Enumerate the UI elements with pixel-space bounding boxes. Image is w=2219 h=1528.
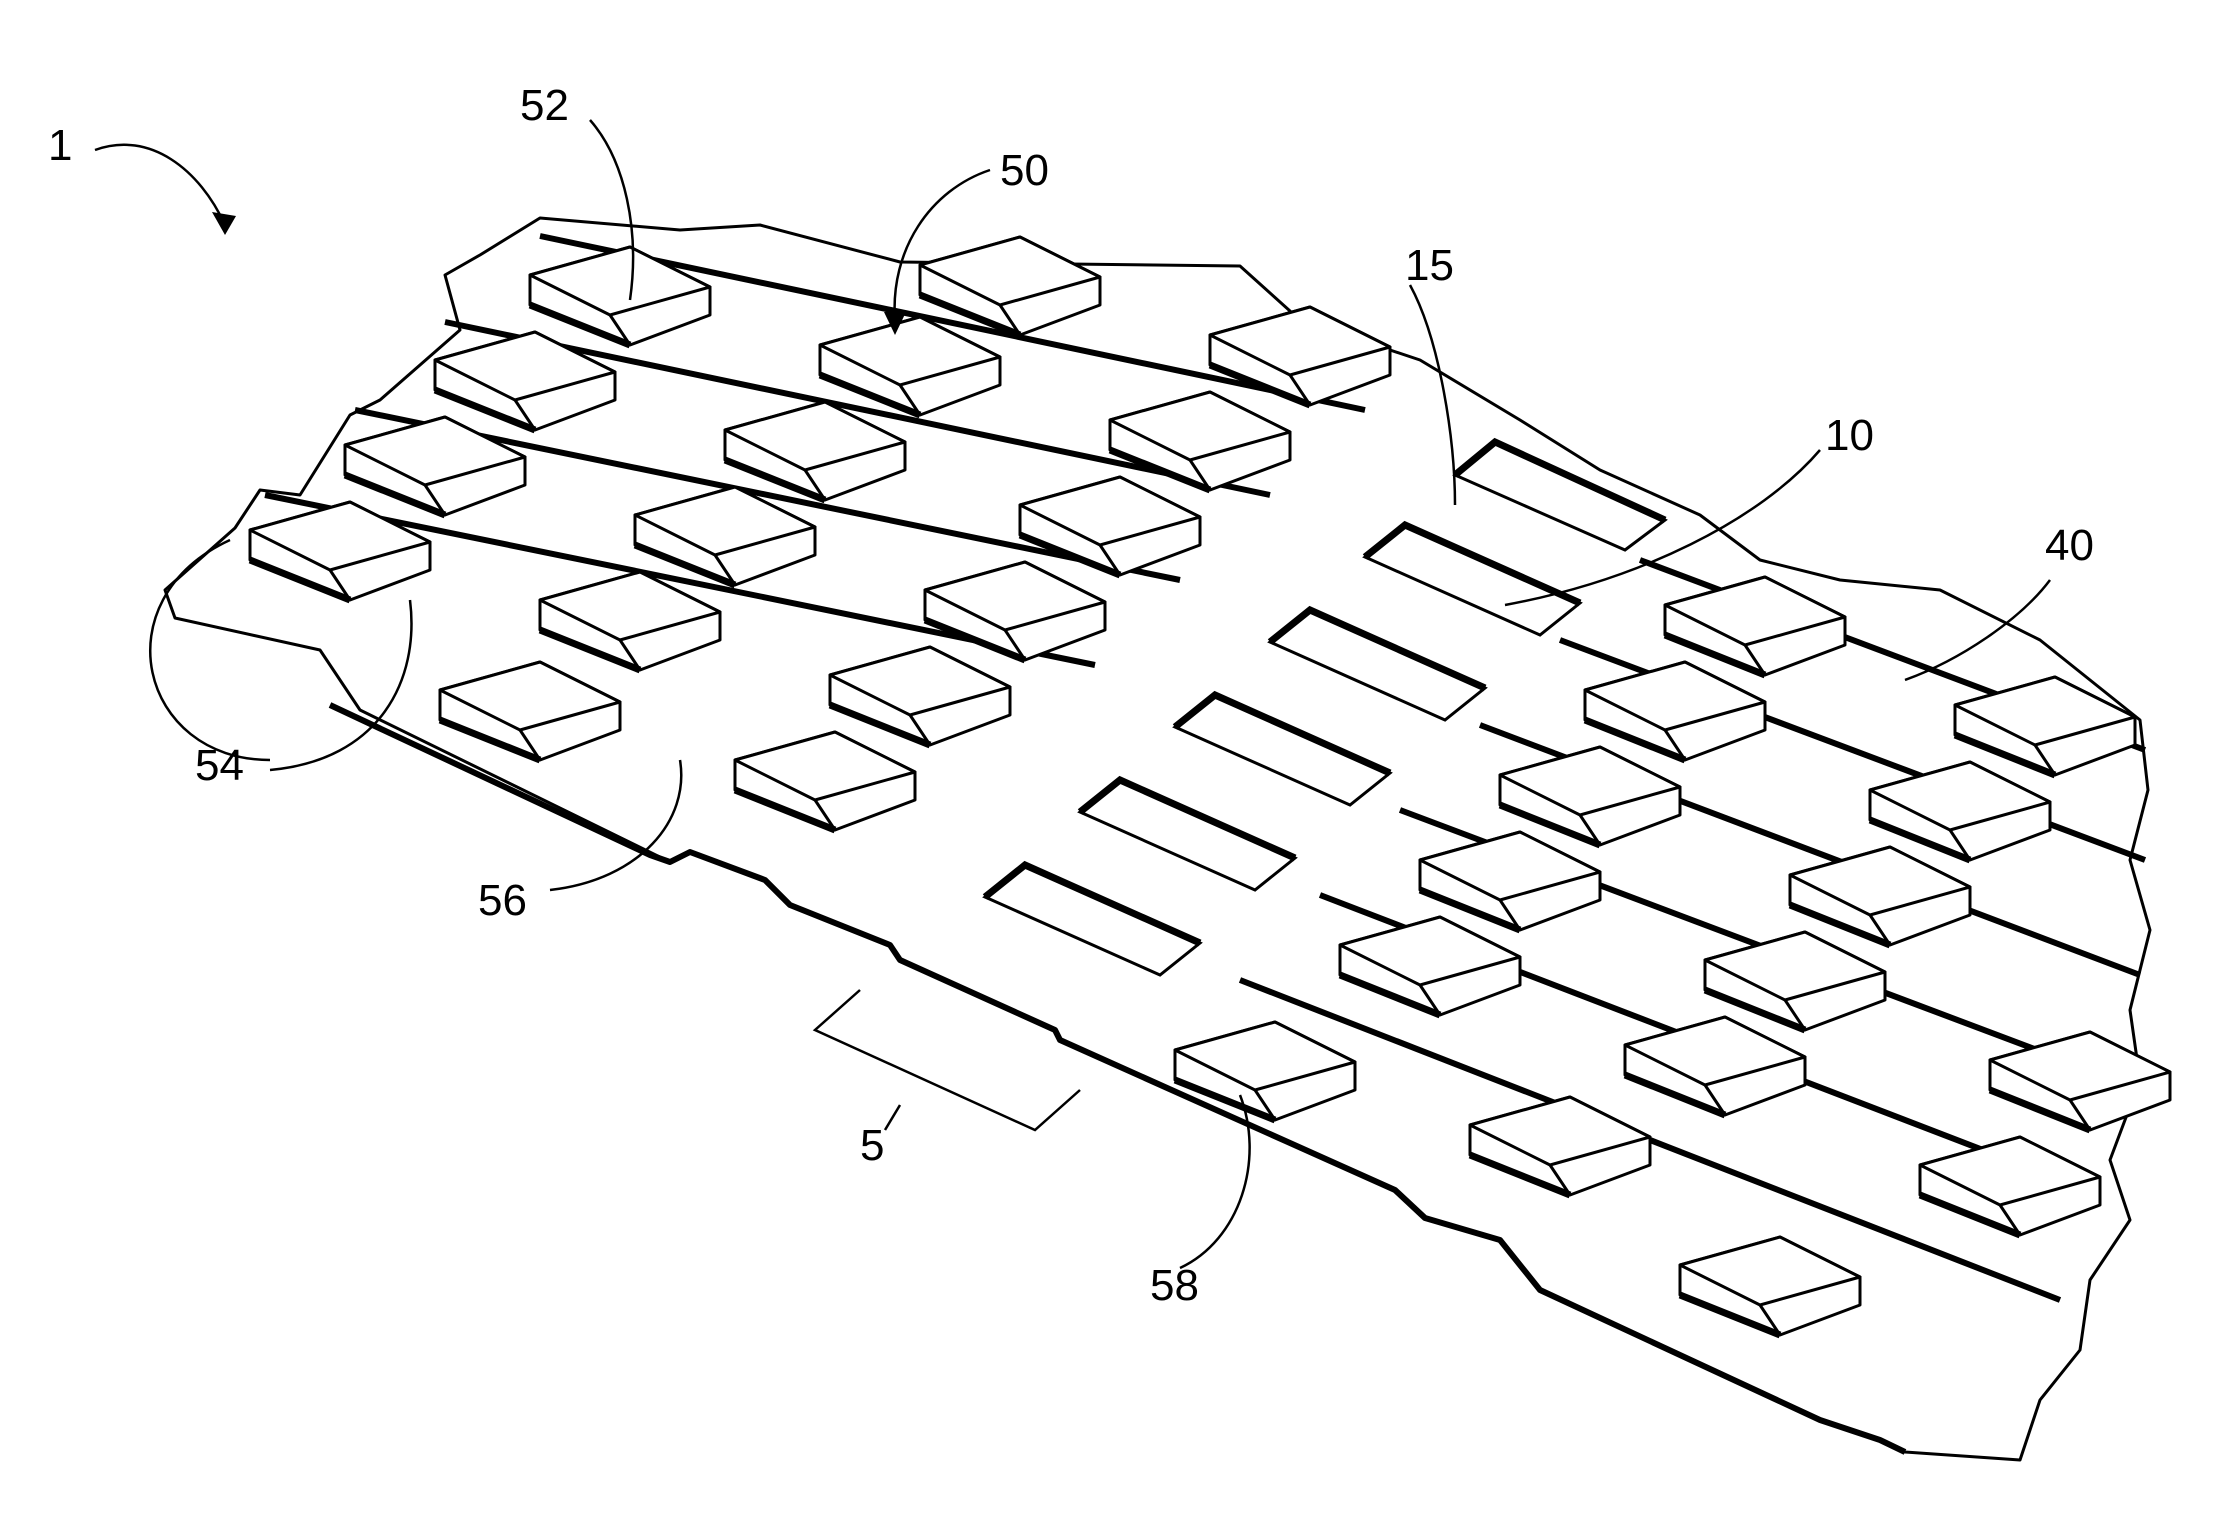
label-device: 1 xyxy=(48,121,72,170)
label-protrusion-top: 52 xyxy=(520,81,569,130)
label-notch: 5 xyxy=(860,1121,884,1170)
label-protrusion-base: 58 xyxy=(1150,1261,1199,1310)
label-land: 56 xyxy=(478,876,527,925)
label-aperture-region: 15 xyxy=(1405,241,1454,290)
label-protrusion-side: 54 xyxy=(195,741,244,790)
arrowhead-device xyxy=(212,212,236,235)
label-row: 40 xyxy=(2045,521,2094,570)
label-sheet: 10 xyxy=(1825,411,1874,460)
leader-notch xyxy=(885,1105,900,1130)
label-protrusion: 50 xyxy=(1000,146,1049,195)
leader-device xyxy=(95,145,225,225)
